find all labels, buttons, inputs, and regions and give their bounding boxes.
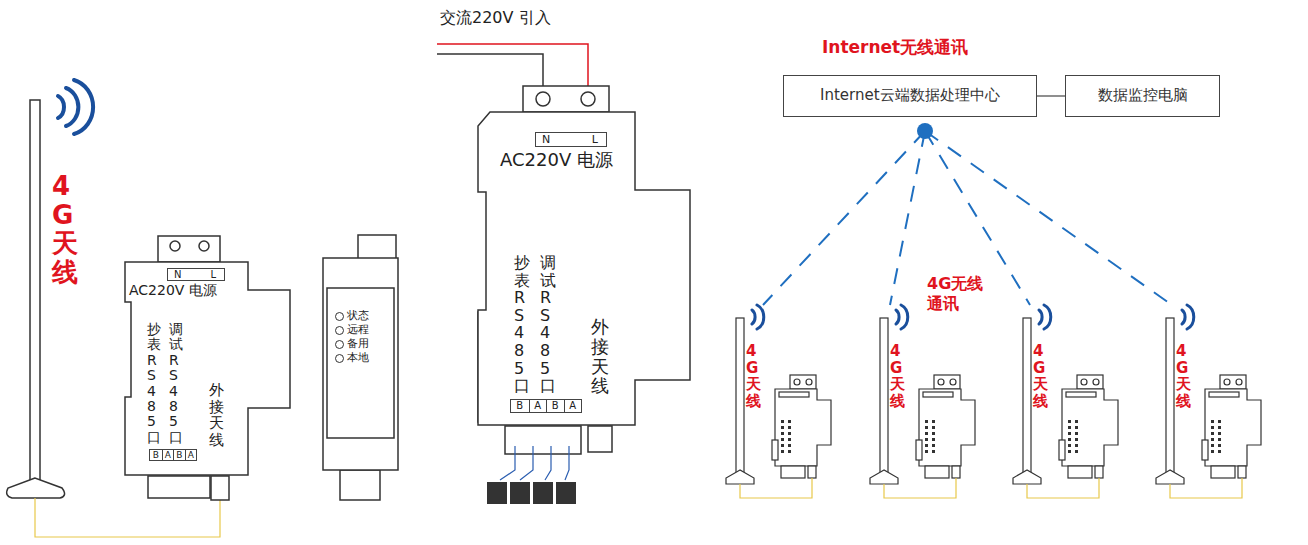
cloud-center-box: Internet云端数据处理中心	[783, 75, 1037, 117]
wireless-label: 4G无线通讯	[927, 274, 993, 314]
connector	[1037, 96, 1065, 97]
indicator-text: 状态	[347, 309, 369, 322]
live-wire	[437, 44, 588, 92]
terminal-screw	[536, 92, 550, 106]
device-side: 状态远程备用本地	[323, 258, 398, 470]
box-label: 数据监控电脑	[1098, 87, 1188, 104]
pin-label: A	[162, 450, 174, 460]
rs485-pin-box: BABA	[149, 449, 197, 461]
side-top-tab	[358, 235, 396, 259]
pin-label: B	[546, 400, 564, 412]
box-label: Internet云端数据处理中心	[820, 87, 1000, 104]
antenna-base	[7, 478, 65, 498]
power-label: AC220V 电源	[129, 282, 217, 298]
antenna-label: 4G天线	[746, 343, 766, 409]
device-front: AC220V 电源抄表RS485口调试RS485口外接天线NLBABA	[125, 262, 290, 475]
indicator-label: 备用	[335, 338, 369, 351]
meter-terminals	[487, 482, 576, 504]
pin-label: B	[511, 400, 529, 412]
device-outline	[323, 258, 398, 470]
monitor-pc-box: 数据监控电脑	[1065, 75, 1220, 117]
remote-terminal	[1013, 305, 1118, 498]
indicator-led	[335, 312, 344, 321]
port-label: 外接天线	[209, 382, 224, 448]
rs485-terminal	[148, 476, 210, 498]
port-label: 调试RS485口	[540, 254, 556, 395]
port-label: 抄表RS485口	[147, 322, 161, 445]
network-node	[917, 123, 933, 139]
terminal-label: L	[210, 269, 216, 280]
terminal-screw	[170, 241, 180, 251]
signal-waves	[58, 80, 93, 134]
power-input-label: 交流220V 引入	[440, 8, 551, 29]
rs485-wires	[500, 446, 569, 480]
pin-label: A	[185, 450, 197, 460]
indicator-text: 备用	[347, 337, 369, 350]
remote-terminal	[726, 305, 831, 498]
indicator-label: 本地	[335, 352, 369, 365]
terminal-label: L	[592, 133, 598, 146]
antenna-label: 4G天线	[1176, 343, 1196, 409]
indicator-text: 本地	[347, 351, 369, 364]
indicator-label: 远程	[335, 324, 369, 337]
antenna-connector	[211, 476, 229, 500]
terminal-screw	[581, 92, 595, 106]
port-label: 调试RS485口	[169, 322, 183, 445]
remote-terminal	[870, 305, 975, 498]
device-front: AC220V 电源抄表RS485口调试RS485口外接天线NLBABA	[478, 112, 690, 425]
terminal-screw	[199, 241, 209, 251]
antenna-cable	[35, 498, 220, 537]
antenna-connector	[588, 426, 612, 452]
indicator-label: 状态	[335, 310, 369, 323]
pin-label: B	[173, 450, 185, 460]
port-label: 抄表RS485口	[514, 254, 530, 395]
antenna-label: 4G天线	[1033, 343, 1053, 409]
indicator-led	[335, 340, 344, 349]
antenna-label: 4G天线	[52, 172, 86, 286]
indicator-text: 远程	[347, 323, 369, 336]
remote-terminal	[1156, 305, 1261, 498]
nl-label-box: NL	[167, 268, 225, 281]
terminal-label: N	[174, 269, 181, 280]
terminal-label: N	[542, 133, 550, 146]
indicator-led	[335, 354, 344, 363]
port-label: 外接天线	[591, 317, 609, 396]
network-title: Internet无线通讯	[822, 36, 968, 59]
pin-label: B	[150, 450, 162, 460]
antenna-pole	[30, 100, 40, 485]
pin-label: A	[564, 400, 582, 412]
power-terminal	[523, 86, 609, 112]
pin-label: A	[529, 400, 547, 412]
side-bottom-tab	[340, 470, 380, 500]
indicator-led	[335, 326, 344, 335]
nl-label-box: NL	[535, 132, 607, 147]
rs485-pin-box: BABA	[510, 399, 582, 413]
power-terminal	[158, 236, 220, 262]
antenna-label: 4G天线	[890, 343, 910, 409]
power-label: AC220V 电源	[500, 150, 613, 171]
